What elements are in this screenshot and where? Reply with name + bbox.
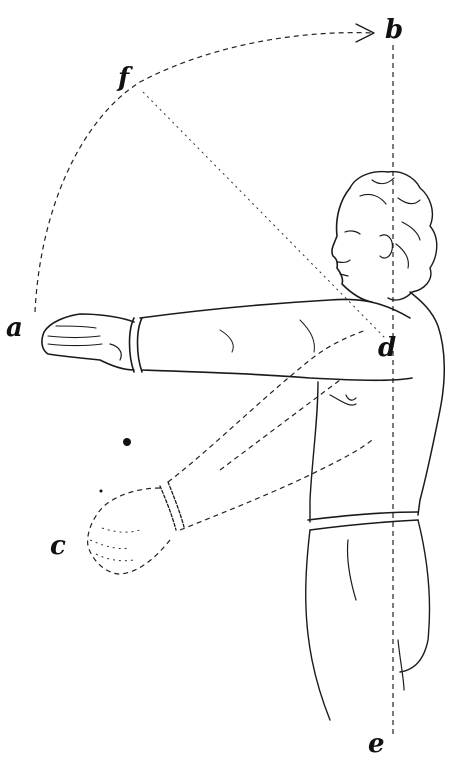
ghost-fingers xyxy=(90,528,140,561)
label-f: f xyxy=(116,63,133,93)
belt xyxy=(308,512,418,530)
arm-muscle xyxy=(220,320,314,352)
label-e: e xyxy=(368,729,385,757)
raised-arm-lower xyxy=(142,370,412,380)
chest-front xyxy=(310,382,318,522)
thumb xyxy=(110,344,121,360)
label-d: d xyxy=(378,333,396,363)
ghost-arm-inner xyxy=(220,380,340,470)
line-f-to-d xyxy=(143,92,385,338)
ghost-hand xyxy=(88,488,170,574)
fingers xyxy=(48,326,102,346)
neck-back xyxy=(410,292,444,515)
label-c: c xyxy=(50,531,66,561)
ink-dot-small xyxy=(100,490,103,493)
raised-arm-upper xyxy=(140,299,410,318)
face-detail xyxy=(338,231,360,276)
label-b: b xyxy=(385,15,403,45)
arc-a-to-b xyxy=(35,33,372,312)
label-a: a xyxy=(6,313,23,343)
ghost-wristband xyxy=(160,482,184,530)
head-profile xyxy=(332,188,372,302)
front-leg xyxy=(306,530,330,720)
leg-fold xyxy=(347,540,404,690)
pectoral xyxy=(330,395,356,405)
ghost-arm-upper xyxy=(168,330,366,482)
ear xyxy=(380,235,392,258)
wristband xyxy=(130,318,143,372)
ink-dot xyxy=(123,438,131,446)
back-leg xyxy=(400,520,430,672)
raised-hand xyxy=(42,314,134,370)
